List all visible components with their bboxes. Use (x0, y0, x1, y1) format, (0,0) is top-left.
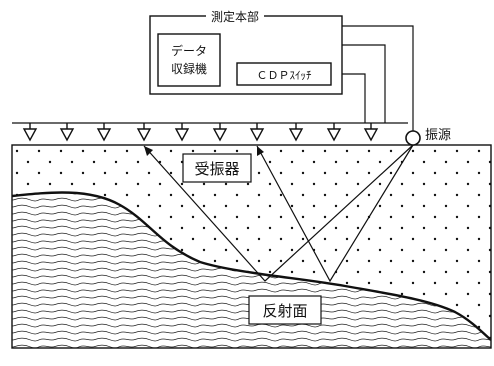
reflector-line (12, 191, 491, 341)
arrow-ray-1 (144, 146, 153, 156)
ray-arrowheads (144, 146, 264, 156)
arrow-ray-2 (257, 146, 264, 156)
source-label: 振源 (425, 128, 451, 143)
source-symbol (405, 130, 421, 146)
reflector-label: 反射面 (262, 302, 307, 320)
geophone-6 (212, 123, 228, 142)
recorder-label-line2: 収録機 (171, 61, 207, 76)
geophone-9 (326, 123, 342, 142)
geophone-array (22, 123, 379, 142)
geophone-10 (363, 123, 379, 142)
geophone-3 (96, 123, 112, 142)
receivers-label-box (182, 153, 252, 183)
hq-title-bg (206, 8, 264, 24)
geophone-1 (22, 123, 38, 142)
geophone-7 (249, 123, 265, 142)
recorder-box (157, 33, 221, 87)
ground-frame (11, 144, 492, 349)
reflector-label-box (248, 295, 322, 325)
receivers-label: 受振器 (194, 160, 239, 178)
geophone-5 (174, 123, 190, 142)
geophone-2 (59, 123, 75, 142)
cdp-switch-box (236, 62, 332, 86)
geophone-8 (288, 123, 304, 142)
ray-paths (143, 144, 414, 283)
ray-1 (143, 144, 414, 282)
ray-2 (256, 144, 414, 283)
cdp-switch-label: ＣＤＰｽｲｯﾁ (257, 69, 312, 82)
geophone-4 (136, 123, 152, 142)
hq-title: 測定本部 (211, 9, 259, 24)
bedrock-texture (12, 192, 491, 348)
recorder-label-line1: データ (171, 43, 207, 58)
